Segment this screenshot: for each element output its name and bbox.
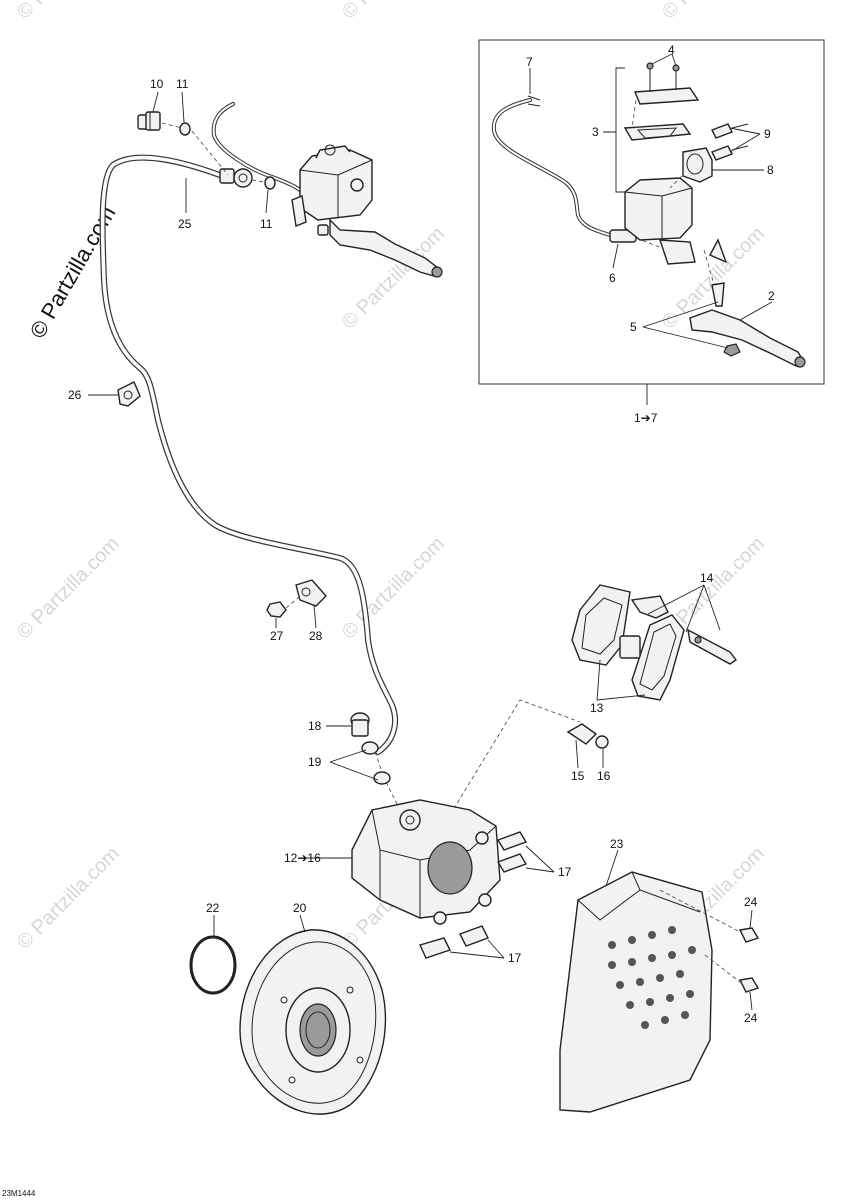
- watermark: © Partzilla.com: [338, 533, 449, 644]
- callout-13: 13: [590, 701, 604, 715]
- callout-19: 19: [308, 755, 322, 769]
- nut: [266, 601, 287, 618]
- disc-guard: [559, 871, 713, 1113]
- hose-clamp: [117, 381, 141, 407]
- callout-8: 8: [767, 163, 774, 177]
- callout-23: 23: [610, 837, 624, 851]
- washer: [179, 122, 191, 136]
- leader-lines: [88, 53, 773, 1011]
- guard-screws: [659, 889, 760, 993]
- callout-1-to-7: 1➔7: [634, 411, 658, 425]
- bleeder-cap: [595, 735, 609, 749]
- callouts: 10 11 25 11 7 4 3 9 8 6 2 5 1➔7 26 27 28…: [2, 43, 775, 1198]
- callout-20: 20: [293, 901, 307, 915]
- washer: [264, 176, 276, 190]
- callout-22: 22: [206, 901, 220, 915]
- brake-switch-wire: [211, 102, 302, 192]
- brake-pads: [571, 584, 738, 701]
- brake-caliper: [351, 799, 501, 925]
- callout-14: 14: [700, 571, 714, 585]
- callout-28: 28: [309, 629, 323, 643]
- callout-25: 25: [178, 217, 192, 231]
- callout-3: 3: [592, 125, 599, 139]
- callout-7: 7: [526, 55, 533, 69]
- banjo-fitting-top: [219, 168, 253, 188]
- o-ring: [189, 935, 237, 995]
- caliper-bolts: [419, 831, 528, 959]
- brake-disc: [239, 929, 387, 1115]
- callout-6: 6: [609, 271, 616, 285]
- callout-4: 4: [668, 43, 675, 57]
- callout-17: 17: [558, 865, 572, 879]
- callout-11: 11: [260, 217, 273, 231]
- callout-16: 16: [597, 769, 611, 783]
- callout-17: 17: [508, 951, 522, 965]
- callout-11: 11: [176, 77, 189, 91]
- hose-clip: [295, 579, 327, 607]
- callout-18: 18: [308, 719, 322, 733]
- diagram-code: 23M1444: [2, 1189, 36, 1198]
- watermark: © Partzilla.com: [658, 0, 769, 24]
- master-cylinder: [291, 144, 443, 278]
- callout-24: 24: [744, 1011, 758, 1025]
- banjo-bolt: [137, 111, 161, 131]
- callout-5: 5: [630, 320, 637, 334]
- callout-15: 15: [571, 769, 585, 783]
- inset-frame: [478, 39, 825, 385]
- callout-2: 2: [768, 289, 775, 303]
- inset-master-cylinder: [491, 62, 806, 368]
- bleeder-screw: [566, 723, 598, 745]
- banjo-bolt-lower: [350, 712, 401, 811]
- watermark: © Partzilla.com: [338, 0, 449, 24]
- callout-24: 24: [744, 895, 758, 909]
- brake-hose: [99, 154, 398, 755]
- watermark: © Partzilla.com: [13, 843, 124, 954]
- callout-27: 27: [270, 629, 284, 643]
- callout-9: 9: [764, 127, 771, 141]
- watermark: © Partzilla.com: [13, 533, 124, 644]
- callout-26: 26: [68, 388, 82, 402]
- callout-10: 10: [150, 77, 164, 91]
- callout-12-to-16: 12➔16: [284, 851, 321, 865]
- watermark: © Partzilla.com: [13, 0, 124, 24]
